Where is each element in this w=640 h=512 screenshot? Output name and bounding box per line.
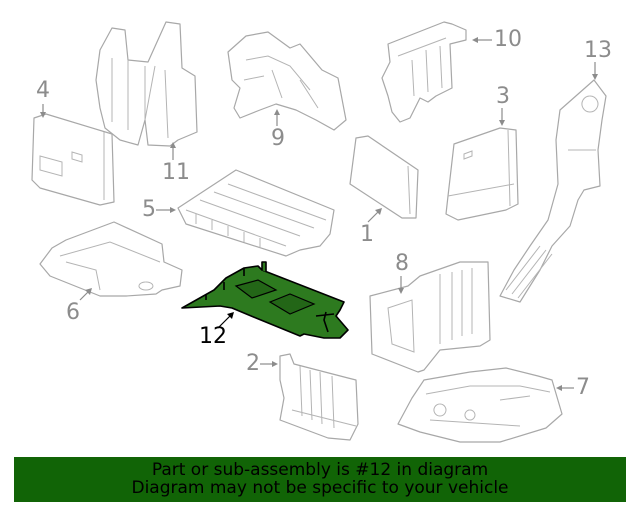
callout-4: 4 xyxy=(36,78,50,103)
callout-arrows xyxy=(40,37,598,391)
callout-10: 10 xyxy=(494,27,522,52)
callout-13: 13 xyxy=(584,38,612,63)
part-7-module xyxy=(397,367,563,443)
part-4-module xyxy=(31,113,115,206)
part-3-ecu xyxy=(445,127,519,221)
callout-11: 11 xyxy=(162,160,190,185)
callout-2: 2 xyxy=(246,351,260,376)
callout-7: 7 xyxy=(576,375,590,400)
part-9-bracket xyxy=(227,31,347,131)
info-banner: Part or sub-assembly is #12 in diagram D… xyxy=(14,457,626,502)
banner-line-part-number: Part or sub-assembly is #12 in diagram xyxy=(151,460,489,480)
part-5-module xyxy=(177,169,335,257)
part-11-module xyxy=(95,21,198,147)
callout-12-highlighted: 12 xyxy=(199,324,227,349)
part-8-module xyxy=(369,261,491,373)
callout-1: 1 xyxy=(360,222,374,247)
part-1-module xyxy=(349,135,419,219)
banner-line-disclaimer: Diagram may not be specific to your vehi… xyxy=(131,478,509,498)
callout-8: 8 xyxy=(395,251,409,276)
part-12-highlighted-bracket xyxy=(181,261,349,339)
part-6-module xyxy=(39,221,183,297)
callout-9: 9 xyxy=(271,126,285,151)
callout-6: 6 xyxy=(66,300,80,325)
callout-5: 5 xyxy=(142,197,156,222)
part-10-bracket xyxy=(381,21,467,123)
part-2-bracket xyxy=(279,353,359,441)
callout-3: 3 xyxy=(496,84,510,109)
part-13-pedal xyxy=(499,79,607,303)
